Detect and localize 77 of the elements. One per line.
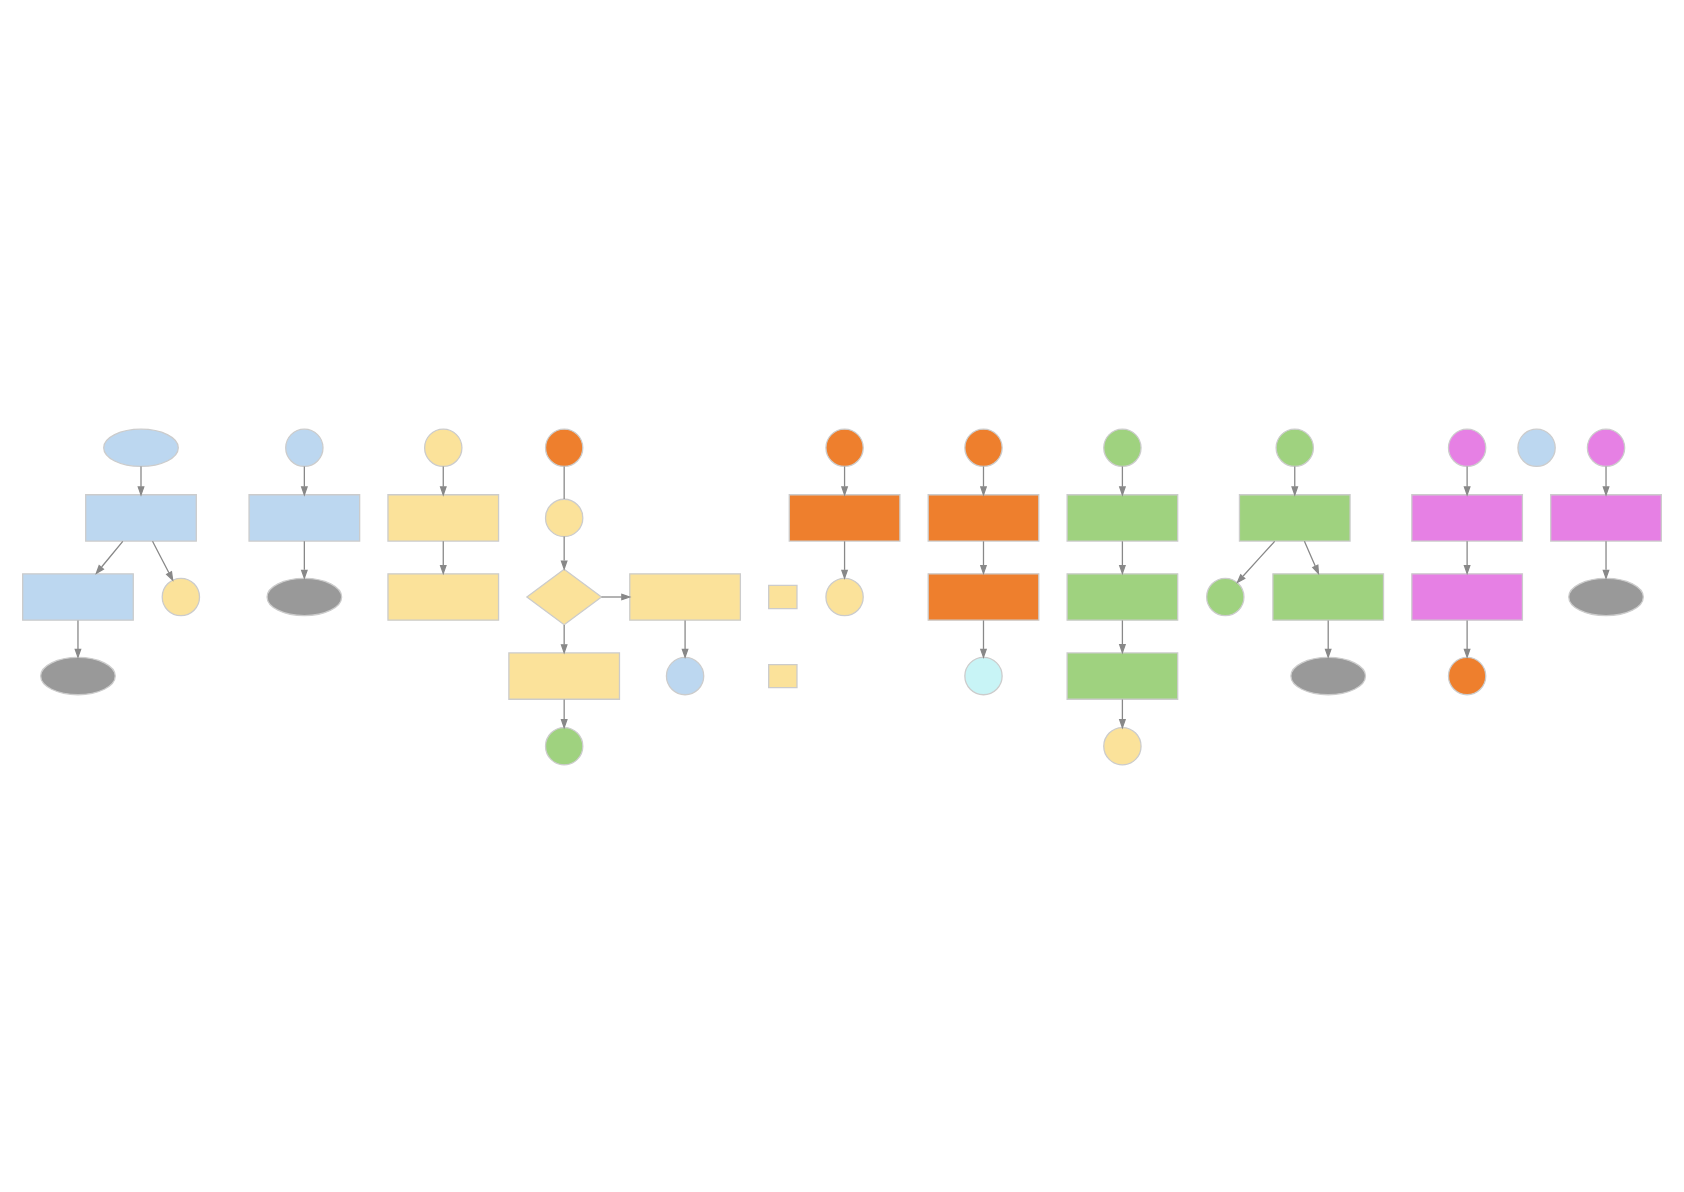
node-circle [825, 427, 864, 467]
node-circle [1447, 427, 1487, 467]
arrow [560, 623, 568, 654]
node-box [22, 572, 134, 620]
node-ellipse [40, 655, 116, 695]
node-ellipse [103, 427, 179, 467]
node-circle [1103, 427, 1142, 467]
node-box [629, 572, 742, 620]
arrow [1324, 618, 1332, 659]
node-circle [1517, 427, 1556, 467]
node-circle [161, 576, 201, 616]
arrow [1118, 618, 1126, 654]
node-box [1272, 572, 1385, 620]
node-box [248, 493, 361, 541]
node-circle [544, 427, 584, 467]
arrow [979, 464, 988, 496]
node-circle [544, 725, 584, 765]
node-circle [423, 427, 463, 467]
arrow [979, 539, 988, 575]
node-box [387, 493, 500, 541]
arrow [600, 592, 632, 600]
node-box [927, 572, 1040, 620]
node-diamond [525, 567, 603, 625]
arrow [1463, 464, 1471, 496]
arrow [560, 697, 568, 729]
arrow [1236, 539, 1276, 583]
node-box [1238, 493, 1351, 541]
node-circle [1447, 655, 1487, 695]
node-box [1066, 651, 1179, 699]
node-circle [1103, 725, 1142, 765]
node-circle [1275, 427, 1315, 467]
arrow [137, 464, 145, 496]
arrow [1463, 618, 1471, 659]
arrow [1118, 464, 1126, 496]
arrow [1291, 464, 1299, 496]
arrow [560, 534, 568, 570]
arrow [300, 464, 308, 496]
node-box [1550, 493, 1662, 541]
node-circle [1586, 427, 1626, 467]
node-ellipse [1568, 576, 1644, 616]
node-circle [1206, 576, 1245, 616]
arrow [74, 618, 82, 659]
node-circle [665, 655, 705, 695]
arrow [95, 539, 124, 574]
node-box [1066, 572, 1179, 620]
arrow [1118, 697, 1126, 729]
arrow [1602, 464, 1610, 496]
connector [563, 464, 565, 499]
arrow [151, 539, 174, 581]
node-circle [285, 427, 324, 467]
arrow [300, 539, 308, 579]
node-box [768, 662, 798, 688]
arrow [681, 618, 689, 659]
node-box [927, 493, 1040, 541]
node-box [1411, 572, 1524, 620]
node-box [1411, 493, 1524, 541]
arrow [439, 464, 447, 496]
arrow [439, 539, 447, 575]
node-box [1066, 493, 1179, 541]
arrow [840, 464, 849, 496]
arrow [1303, 539, 1320, 575]
node-box [85, 493, 197, 541]
node-circle [825, 576, 864, 616]
node-box [508, 651, 621, 699]
node-circle [964, 655, 1003, 695]
node-circle [544, 497, 584, 537]
node-box [768, 583, 798, 609]
node-ellipse [266, 576, 343, 616]
node-box [788, 493, 901, 541]
arrow [1602, 539, 1610, 579]
arrow [979, 618, 988, 659]
arrow [840, 539, 849, 579]
arrow [1463, 539, 1471, 575]
node-box [387, 572, 500, 620]
node-ellipse [1290, 655, 1367, 695]
arrow [1118, 539, 1126, 575]
node-circle [964, 427, 1003, 467]
